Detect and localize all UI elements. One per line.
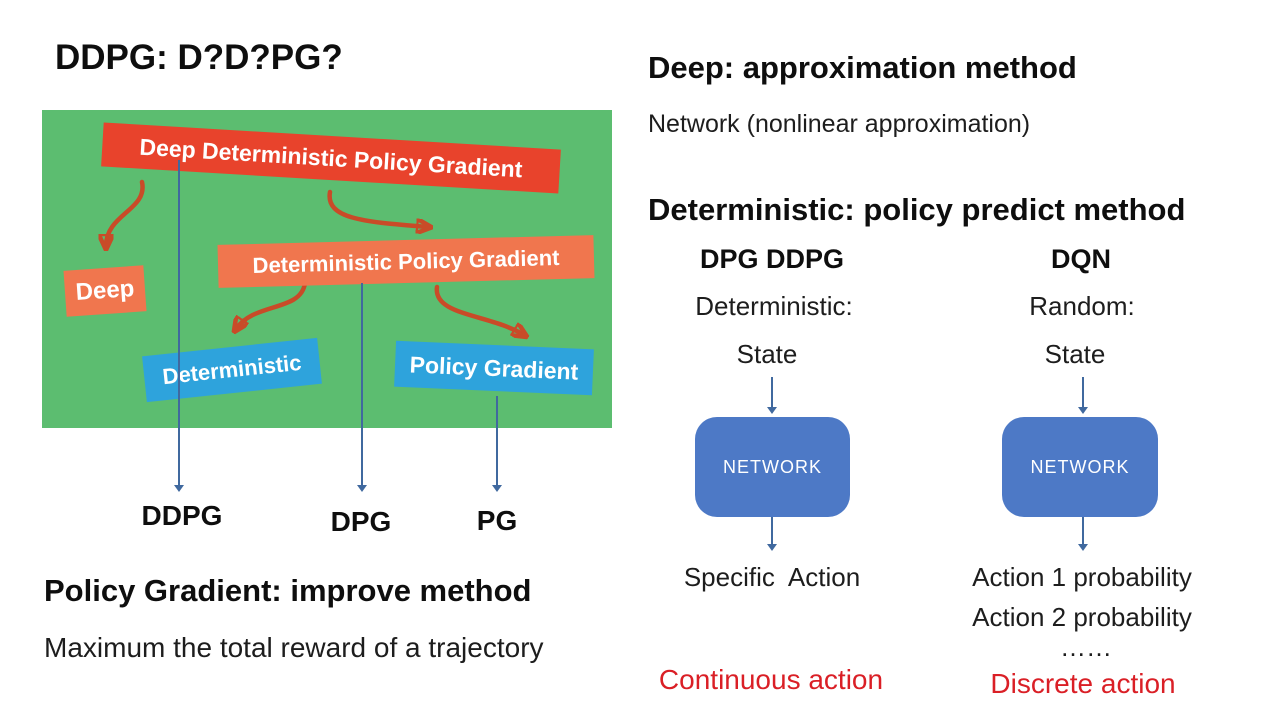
curve-arrow-to-deep (106, 179, 145, 246)
col2-network-label: NETWORK (1030, 456, 1130, 477)
col2-output-ellipsis: …… (1060, 632, 1112, 662)
curve-arrow-to-deterministic (236, 280, 308, 329)
col1-network-box: NETWORK (695, 417, 850, 517)
col2-policy-type: Random: (1029, 291, 1135, 321)
arrow-to-pg (492, 396, 502, 492)
col1-output-1: Specific Action (683, 562, 861, 592)
label-ddpg: DDPG (141, 500, 223, 531)
arrow-to-ddpg (174, 160, 184, 492)
col2-state-arrow (1078, 377, 1088, 414)
col2-input-state: State (1044, 339, 1106, 369)
arrowhead-pg (492, 485, 502, 492)
tag-deep: Deep (63, 265, 147, 317)
arrowhead-dpg (357, 485, 367, 492)
policy-gradient-body: Maximum the total reward of a trajectory (44, 632, 544, 663)
arrowhead-ddpg (174, 485, 184, 492)
deep-body: Network (nonlinear approximation) (648, 110, 1031, 138)
policy-gradient-heading: Policy Gradient: improve method (44, 573, 532, 608)
curve-arrow-to-policy-gradient (434, 284, 524, 335)
col1-title: DPG DDPG (699, 244, 845, 274)
col2-output-1: Action 1 probability (972, 562, 1192, 592)
tag-policy-gradient: Policy Gradient (394, 340, 594, 396)
col1-output-arrowhead (767, 544, 777, 551)
deterministic-heading: Deterministic: policy predict method (648, 192, 1186, 227)
col2-caption: Discrete action (990, 668, 1176, 699)
col1-state-arrow (767, 377, 777, 414)
col2-title: DQN (1051, 244, 1111, 274)
page-title: DDPG: D?D?PG? (55, 38, 343, 77)
col2-output-arrowhead (1078, 544, 1088, 551)
col1-input-state: State (736, 339, 798, 369)
deep-heading: Deep: approximation method (648, 50, 1077, 85)
col1-network-label: NETWORK (723, 456, 822, 477)
label-pg: PG (476, 505, 518, 536)
col2-output-2: Action 2 probability (972, 602, 1192, 632)
label-dpg: DPG (330, 506, 392, 537)
col1-state-arrowhead (767, 407, 777, 414)
col2-state-arrowhead (1078, 407, 1088, 414)
curved-arrows (42, 179, 612, 428)
col2-output-arrow (1078, 517, 1088, 551)
curve-arrow-to-dpg-box (327, 189, 428, 227)
arrow-to-dpg (357, 283, 367, 492)
col1-policy-type: Deterministic: (695, 291, 853, 321)
ddpg-figure: Deep Deterministic Policy Gradient Deter… (42, 110, 612, 428)
col2-network-box: NETWORK (1002, 417, 1158, 517)
col1-caption: Continuous action (658, 664, 884, 695)
col1-output-arrow (767, 517, 777, 551)
